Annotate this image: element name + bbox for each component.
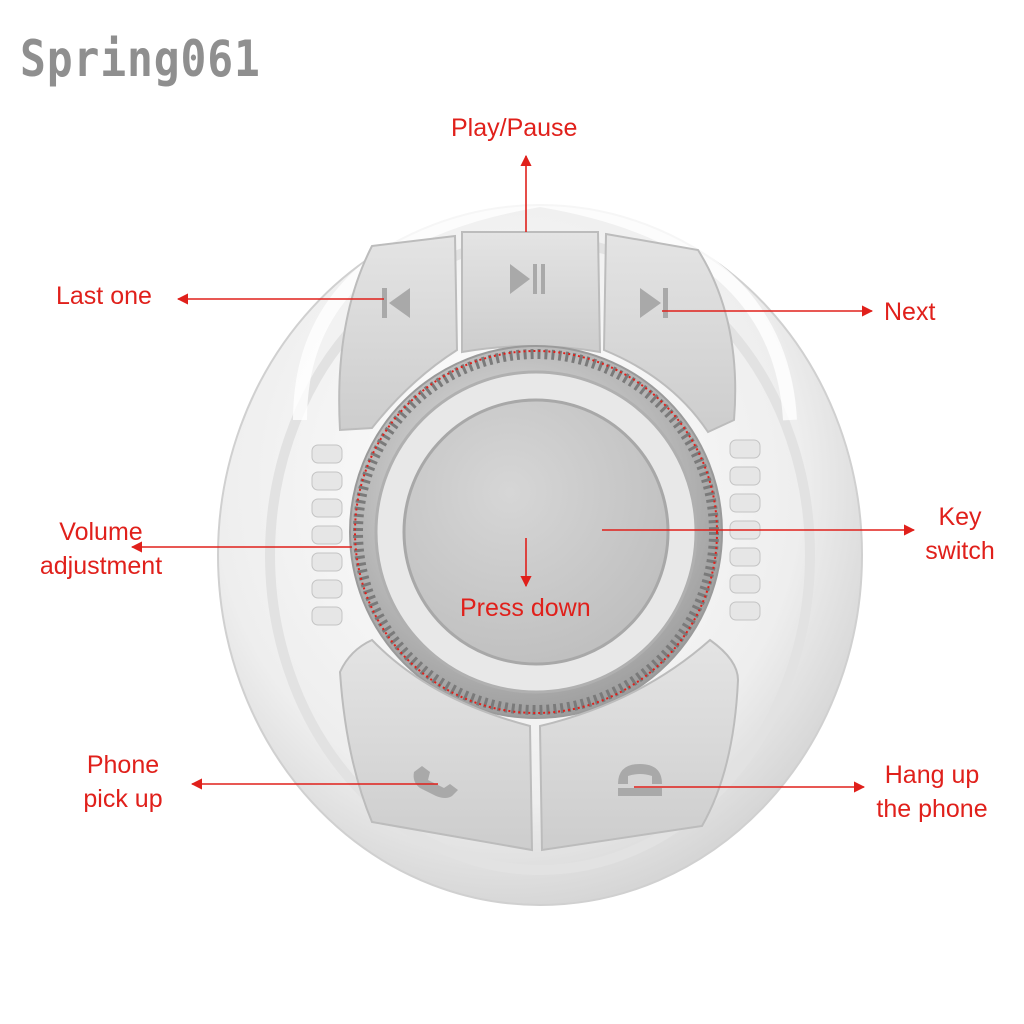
label-key-line1: Key: [938, 503, 982, 531]
label-volume-adjustment: Volume adjustment: [20, 515, 182, 583]
label-last-one: Last one: [56, 282, 152, 310]
play-pause-button[interactable]: [461, 231, 602, 354]
next-button[interactable]: [602, 232, 737, 434]
label-hangup-line2: the phone: [876, 795, 988, 823]
label-phone-hangup: Hang up the phone: [866, 758, 998, 826]
label-play-pause: Play/Pause: [451, 114, 578, 142]
play-pause-icon: [510, 264, 545, 294]
phone-pickup-icon: [413, 766, 458, 798]
label-pickup-line1: Phone: [86, 751, 160, 779]
key-switch-button[interactable]: [402, 398, 670, 666]
label-pickup-line2: pick up: [83, 785, 163, 813]
grip-ridges-left: [311, 444, 343, 626]
skip-previous-icon: [382, 288, 410, 318]
label-next: Next: [884, 298, 936, 326]
phone-hangup-icon: [618, 764, 662, 796]
label-press-down: Press down: [460, 594, 591, 622]
last-one-button[interactable]: [338, 234, 459, 432]
label-volume-line2: adjustment: [39, 552, 163, 580]
label-phone-pickup: Phone pick up: [72, 748, 174, 816]
label-key-line2: switch: [925, 537, 995, 565]
label-volume-line1: Volume: [59, 518, 143, 546]
skip-next-icon: [640, 288, 668, 318]
label-key-switch: Key switch: [912, 500, 1008, 568]
annotation-arrows: [130, 154, 916, 793]
phone-pickup-button[interactable]: [338, 638, 534, 852]
brand-watermark: Spring061: [20, 30, 261, 88]
grip-ridges-right: [729, 439, 761, 621]
label-hangup-line1: Hang up: [884, 761, 980, 789]
